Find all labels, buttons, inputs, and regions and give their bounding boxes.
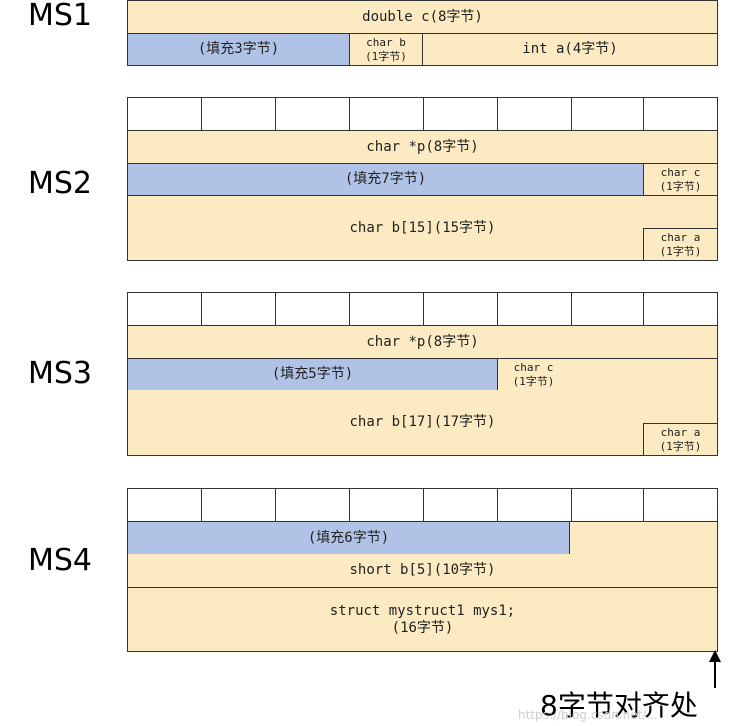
ms3-byte-cell bbox=[275, 292, 350, 326]
ms4-short-array: short b[5](10字节) bbox=[127, 554, 718, 588]
ms3-byte-cell bbox=[127, 292, 202, 326]
alignment-arrow-icon bbox=[709, 650, 721, 688]
ms2-label: MS2 bbox=[28, 166, 93, 201]
ms3-byte-cell bbox=[423, 292, 498, 326]
ms1-padding: (填充3字节) bbox=[127, 33, 350, 66]
ms2-byte-cell bbox=[643, 97, 718, 131]
ms4-byte-cell bbox=[423, 488, 498, 522]
ms3-byte-cell bbox=[349, 292, 424, 326]
ms4-padding: (填充6字节) bbox=[127, 521, 570, 555]
ms4-label: MS4 bbox=[28, 543, 93, 578]
ms2-byte-cell bbox=[275, 97, 350, 131]
ms3-byte-cell bbox=[497, 292, 572, 326]
ms1-double-c: double c(8字节) bbox=[127, 0, 718, 34]
ms1-label: MS1 bbox=[28, 0, 93, 33]
ms4-byte-cell bbox=[201, 488, 276, 522]
ms4-byte-cell bbox=[643, 488, 718, 522]
ms2-byte-cell bbox=[497, 97, 572, 131]
ms3-char-array: char b[17](17字节) bbox=[127, 390, 718, 456]
ms3-byte-cell bbox=[201, 292, 276, 326]
ms2-char-ptr: char *p(8字节) bbox=[127, 130, 718, 164]
ms1-int-a: int a(4字节) bbox=[422, 33, 718, 66]
ms3-byte-cell bbox=[571, 292, 644, 326]
ms3-char-c: char c (1字节) bbox=[497, 358, 570, 391]
ms2-padding: (填充7字节) bbox=[127, 163, 644, 196]
ms3-char-a: char a (1字节) bbox=[643, 423, 718, 456]
ms4-right-fill bbox=[569, 521, 718, 555]
ms2-char-a: char a (1字节) bbox=[643, 228, 718, 261]
ms4-byte-cell bbox=[497, 488, 572, 522]
ms3-right-fill bbox=[569, 358, 718, 391]
alignment-caption: 8字节对齐处 bbox=[540, 689, 698, 722]
ms2-byte-cell bbox=[571, 97, 644, 131]
ms2-byte-cell bbox=[423, 97, 498, 131]
ms2-byte-cell bbox=[201, 97, 276, 131]
ms2-byte-cell bbox=[127, 97, 202, 131]
ms2-byte-cell bbox=[349, 97, 424, 131]
ms3-byte-cell bbox=[643, 292, 718, 326]
ms3-padding: (填充5字节) bbox=[127, 358, 498, 391]
ms2-char-array: char b[15](15字节) bbox=[127, 195, 718, 261]
ms4-struct-member: struct mystruct1 mys1; (16字节) bbox=[127, 587, 718, 652]
ms4-byte-cell bbox=[571, 488, 644, 522]
ms2-char-c: char c (1字节) bbox=[643, 163, 718, 196]
ms4-byte-cell bbox=[127, 488, 202, 522]
watermark: https://blog.csdn.net/... bbox=[518, 708, 658, 722]
ms1-char-b: char b (1字节) bbox=[349, 33, 423, 66]
ms4-byte-cell bbox=[275, 488, 350, 522]
ms4-byte-cell bbox=[349, 488, 424, 522]
ms3-label: MS3 bbox=[28, 356, 93, 391]
ms3-char-ptr: char *p(8字节) bbox=[127, 325, 718, 359]
